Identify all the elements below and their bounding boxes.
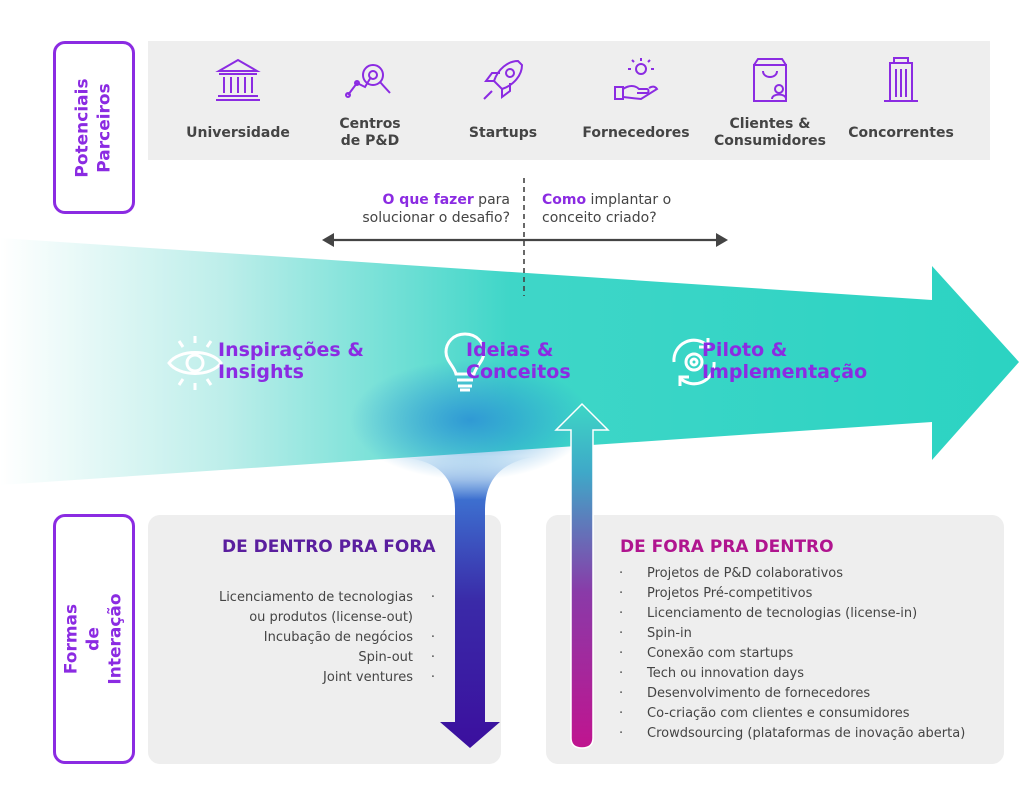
question-what-text: para solucionar o desafio?: [362, 192, 510, 226]
partner-label: Startups: [468, 124, 538, 141]
partner-university: Universidade: [168, 41, 308, 160]
stage-ideas: Ideias & Conceitos: [466, 339, 571, 383]
list-item-text: Projetos Pré-competitivos: [647, 586, 813, 601]
list-item-text: Joint ventures: [323, 670, 413, 685]
partner-label: Clientes & Consumidores: [714, 116, 826, 149]
bullet: ·: [619, 706, 624, 721]
partner-competitors: Concorrentes: [831, 41, 971, 160]
double-arrow-left-head: [322, 233, 334, 247]
list-item: · Projetos Pré-competitivos: [619, 584, 999, 604]
bullet: ·: [619, 646, 624, 661]
question-how-text: implantar o conceito criado?: [542, 192, 672, 226]
list-item-text: Spin-out: [358, 650, 413, 665]
list-item: Spin-out ·: [205, 648, 435, 668]
partners-section-label-text: Potenciais Parceiros: [73, 77, 116, 178]
outside-in-list: · Projetos de P&D colaborativos · Projetos…: [619, 564, 999, 744]
partner-label: Fornecedores: [582, 124, 690, 141]
bullet: ·: [619, 686, 624, 701]
main-funnel-arrow: [0, 238, 1019, 485]
rocket-icon: [483, 59, 524, 100]
question-what-highlight: O que fazer: [382, 192, 474, 208]
outside-in-title: DE FORA PRA DENTRO: [620, 537, 834, 557]
list-item-text: Tech ou innovation days: [647, 666, 804, 681]
bullet: ·: [430, 650, 435, 665]
partner-label: Universidade: [186, 124, 290, 141]
list-item: Licenciamento de tecnologias ou produtos…: [205, 588, 435, 628]
list-item-text: Projetos de P&D colaborativos: [647, 566, 844, 581]
supplier-hand-icon: [614, 58, 659, 101]
partner-label: Centros de P&D: [339, 116, 401, 149]
partner-research-centers: Centros de P&D: [300, 41, 440, 160]
partner-suppliers: Fornecedores: [566, 41, 706, 160]
partners-section-label: Potenciais Parceiros: [53, 41, 135, 214]
list-item: · Spin-in: [619, 624, 999, 644]
stage-inspirations: Inspirações & Insights: [218, 339, 364, 383]
list-item-text: Licenciamento de tecnologias (license-in…: [647, 606, 918, 621]
list-item: · Co-criação com clientes e consumidores: [619, 704, 999, 724]
partner-startups: Startups: [433, 41, 573, 160]
shopping-bag-icon: [753, 58, 787, 102]
stage-pilot: Piloto & Implementação: [702, 339, 868, 383]
list-item-text: Conexão com startups: [647, 646, 794, 661]
interaction-section-label-text: Formas de Interação: [62, 593, 127, 685]
outside-in-up-arrow: [554, 402, 610, 749]
inside-out-list: Licenciamento de tecnologias ou produtos…: [205, 588, 435, 688]
bullet: ·: [430, 630, 435, 645]
bullet: ·: [619, 586, 624, 601]
question-how: Como implantar o conceito criado?: [542, 191, 712, 227]
list-item: · Crowdsourcing (plataformas de inovação …: [619, 724, 999, 744]
double-arrow-right-head: [716, 233, 728, 247]
list-item: · Tech ou innovation days: [619, 664, 999, 684]
inside-out-title: DE DENTRO PRA FORA: [222, 537, 436, 557]
bullet: ·: [619, 626, 624, 641]
eye-icon: [167, 336, 223, 390]
partner-label: Concorrentes: [848, 124, 954, 141]
list-item: Incubação de negócios ·: [205, 628, 435, 648]
list-item: · Conexão com startups: [619, 644, 999, 664]
cycle-gear-icon: [672, 338, 716, 386]
list-item-text: Desenvolvimento de fornecedores: [647, 686, 871, 701]
bullet: ·: [619, 726, 624, 741]
interaction-section-label: Formas de Interação: [53, 514, 135, 764]
question-how-highlight: Como: [542, 192, 587, 208]
bullet: ·: [619, 566, 624, 581]
bullet: ·: [430, 670, 435, 685]
partners-strip: Universidade Centros de P&D Startups: [148, 41, 990, 160]
list-item-text: Incubação de negócios: [263, 630, 413, 645]
bullet: ·: [430, 590, 435, 605]
list-item: · Licenciamento de tecnologias (license-i…: [619, 604, 999, 624]
bullet: ·: [619, 606, 624, 621]
partner-clients: Clientes & Consumidores: [700, 41, 840, 160]
research-center-icon: [345, 64, 391, 98]
inside-out-down-arrow: [405, 456, 540, 748]
question-what: O que fazer para solucionar o desafio?: [330, 191, 510, 227]
university-icon: [215, 58, 261, 101]
list-item: · Projetos de P&D colaborativos: [619, 564, 999, 584]
list-item: · Desenvolvimento de fornecedores: [619, 684, 999, 704]
building-icon: [884, 57, 918, 102]
list-item-text: Spin-in: [647, 626, 692, 641]
lightbulb-icon: [444, 332, 486, 392]
list-item-text: Crowdsourcing (plataformas de inovação a…: [647, 726, 966, 741]
list-item-text: Co-criação com clientes e consumidores: [647, 706, 910, 721]
list-item: Joint ventures ·: [205, 668, 435, 688]
bullet: ·: [619, 666, 624, 681]
list-item-text: Licenciamento de tecnologias ou produtos…: [218, 590, 413, 625]
